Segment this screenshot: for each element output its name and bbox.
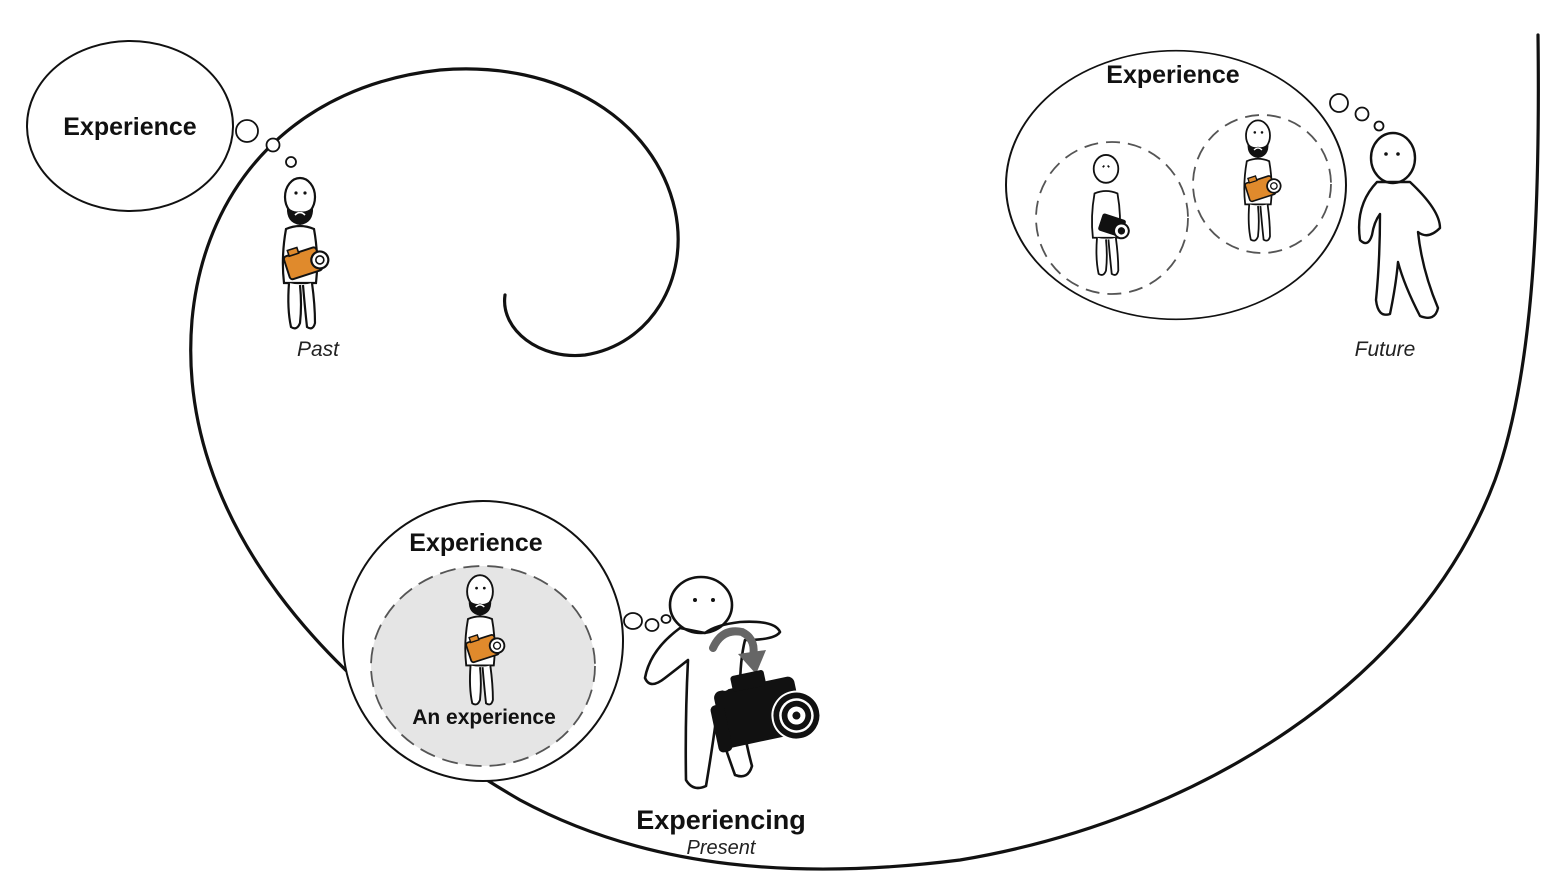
present-person-icon (643, 575, 782, 790)
present-title: Experiencing (636, 805, 806, 835)
spiral-curve (189, 33, 1540, 871)
future-thought-dot-3 (1373, 120, 1385, 132)
present-caption: Present (687, 837, 757, 859)
past-thought-bubble (26, 40, 234, 212)
future-caption: Future (1355, 338, 1416, 361)
future-inner-circle-right (1192, 114, 1332, 254)
past-bubble-label: Experience (63, 113, 197, 141)
future-person-icon (1357, 131, 1442, 319)
present-group: Experience An experience (342, 500, 822, 859)
curved-arrow-icon (709, 627, 766, 674)
future-thought-dot-2 (1354, 106, 1370, 122)
past-thought-dot-1 (235, 119, 259, 143)
past-person-with-camera-icon (280, 176, 333, 330)
future-thought-bubble (1005, 49, 1347, 321)
future-group: Experience Future (1005, 49, 1442, 361)
present-thought-dot-2 (644, 618, 660, 632)
past-caption: Past (297, 338, 340, 361)
dslr-camera-icon (710, 670, 822, 753)
present-thought-dot-3 (660, 614, 672, 624)
past-thought-dot-2 (265, 137, 281, 153)
past-thought-dot-3 (285, 156, 297, 168)
present-thought-dot-1 (623, 612, 643, 630)
future-inner-circle-left (1035, 141, 1189, 295)
past-group: Experience Past (26, 40, 340, 361)
future-bubble-label: Experience (1106, 61, 1240, 89)
present-inner-label: An experience (412, 706, 556, 729)
present-bubble-label: Experience (409, 529, 543, 557)
future-thought-dot-1 (1329, 93, 1349, 113)
